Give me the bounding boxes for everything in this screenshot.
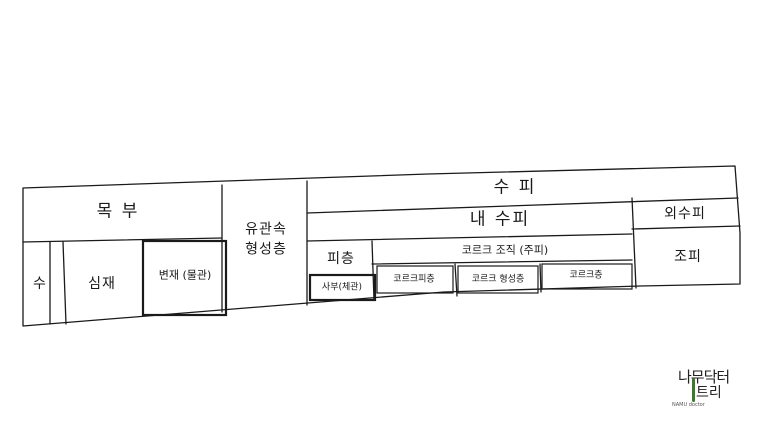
cork-layer-label: 코르크층	[569, 270, 603, 281]
divider-cork-title	[371, 259, 633, 265]
phelloderm-box	[376, 265, 454, 294]
divider-phelloderm	[454, 263, 458, 297]
outer-frame	[22, 165, 741, 327]
cambium-label: 유관속 형성층	[245, 220, 287, 261]
heartwood-label: 심재	[88, 276, 116, 292]
divider-wood-title	[22, 237, 223, 243]
divider-inner-outer	[631, 197, 637, 289]
cork-cambium-box	[457, 265, 539, 294]
cortex-label: 피층	[327, 251, 355, 267]
phloem-box	[308, 273, 377, 302]
divider-cortex	[371, 240, 375, 301]
cork-cambium-label: 코르크 형성층	[471, 274, 525, 285]
pith-label: 수	[33, 276, 47, 292]
inner-bark-title: 내 수피	[469, 209, 531, 230]
divider-bark-title	[306, 197, 739, 214]
sapwood-label: 변재 (물관)	[158, 268, 212, 282]
phloem-label: 사부(체관)	[321, 282, 363, 293]
cambium-label-line1: 유관속	[245, 221, 287, 238]
divider-cork-cambium	[539, 263, 542, 293]
logo-tree-icon	[692, 378, 695, 402]
rhytidome-label: 조피	[674, 249, 702, 265]
logo-subtitle: NAMU doctor	[672, 402, 705, 408]
wood-title: 목 부	[96, 201, 140, 222]
outer-bark-title: 외수피	[664, 206, 706, 222]
cambium-label-line2: 형성층	[245, 242, 287, 258]
phelloderm-label: 코르크피층	[393, 274, 435, 285]
divider-outer-bark-title	[631, 225, 741, 230]
logo-text-line2: 트리	[696, 385, 722, 401]
divider-heartwood	[62, 241, 67, 325]
cork-tissue-title: 코르크 조직 (주피)	[461, 243, 549, 257]
cork-layer-box	[541, 263, 633, 290]
divider-inner-bark-title	[306, 233, 633, 242]
sapwood-box	[141, 239, 228, 317]
bark-title: 수 피	[493, 177, 537, 198]
namu-doctor-logo: 나무닥터 트리 NAMU doctor	[672, 364, 742, 412]
logo-text-line1: 나무닥터	[678, 368, 730, 386]
